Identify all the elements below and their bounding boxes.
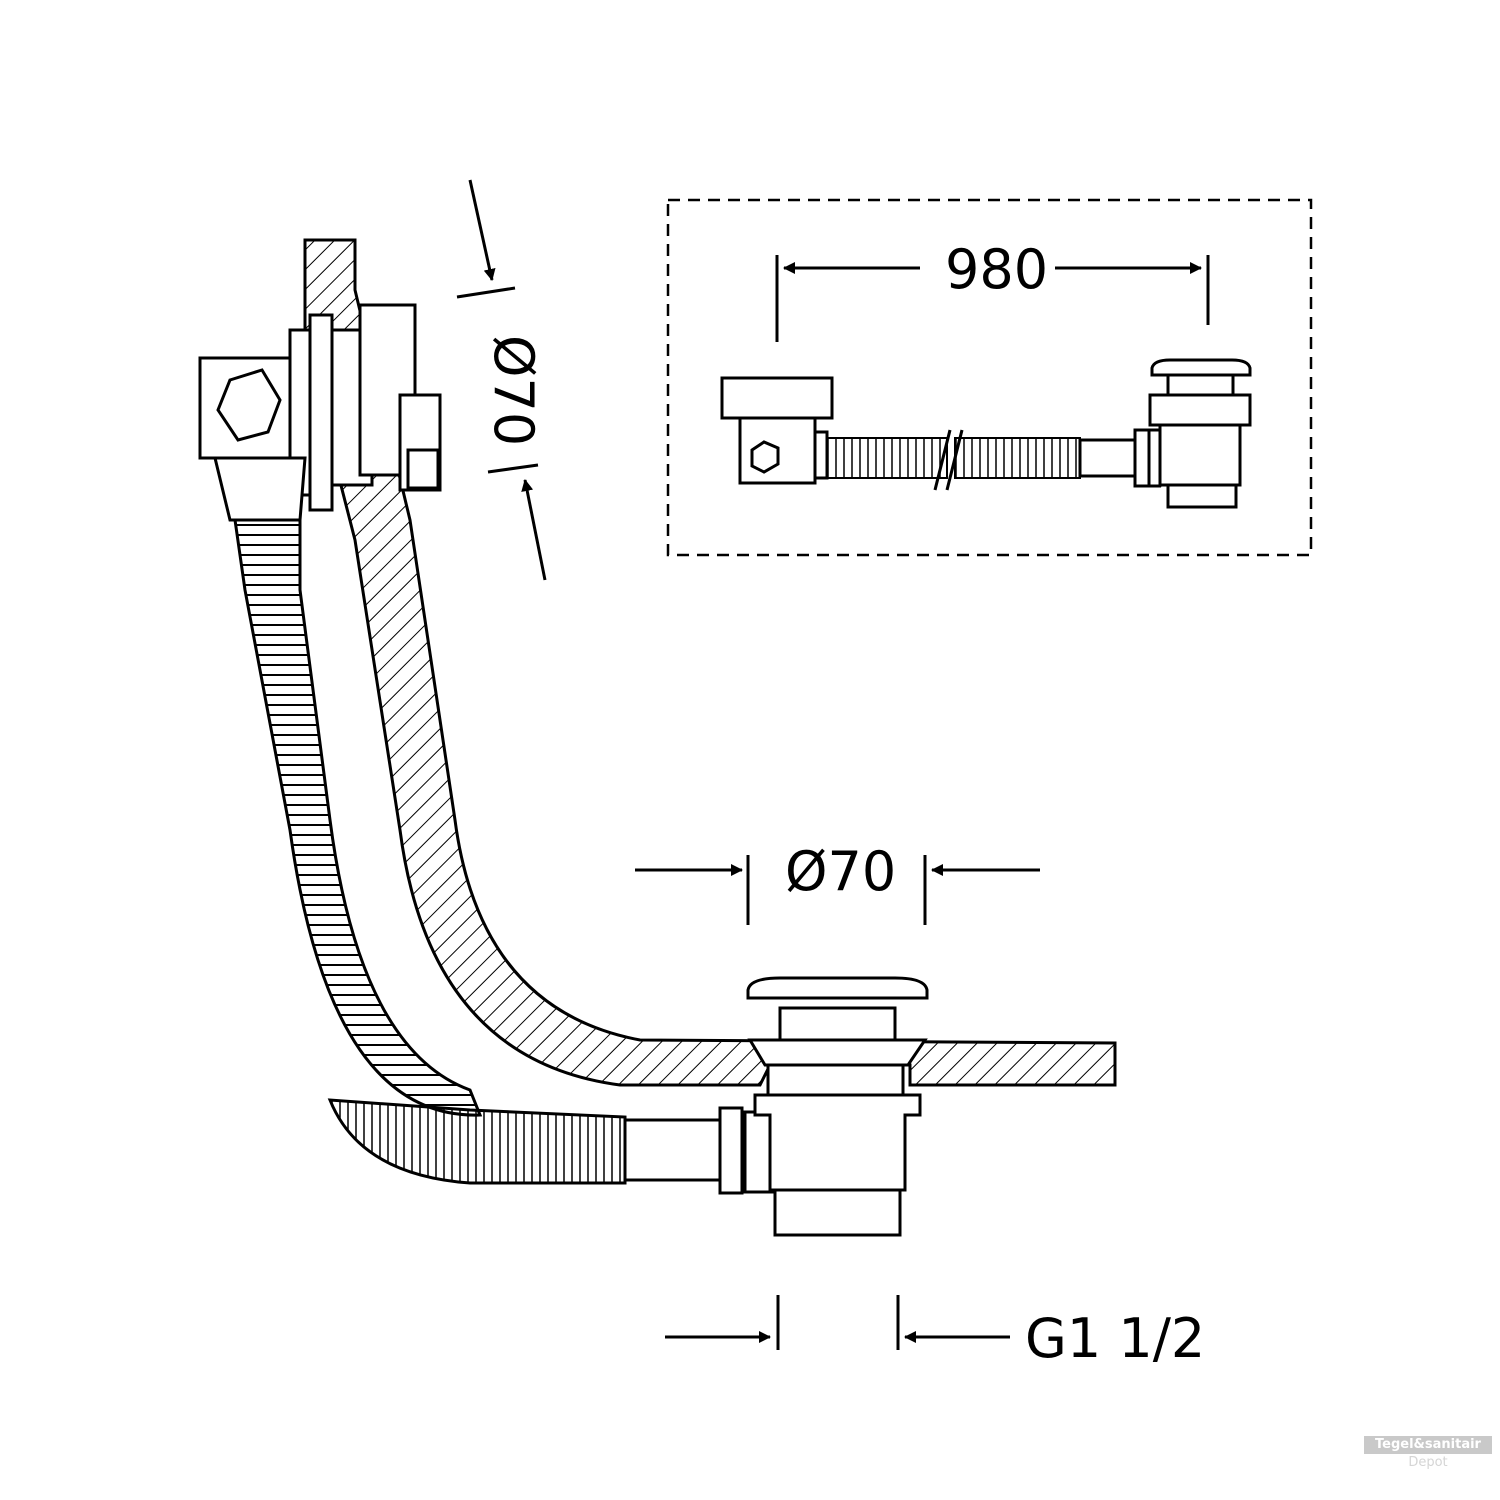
inset-hose-left <box>826 437 948 479</box>
overflow-hex-nut <box>216 368 282 442</box>
thread-dimension <box>665 1295 1010 1350</box>
waste-tail <box>773 1188 902 1237</box>
inset-waste-tail <box>1166 483 1238 509</box>
thread-size-label: G1 1/2 <box>1025 1307 1205 1370</box>
plug-cap <box>746 976 929 1000</box>
overflow-elbow <box>213 456 307 522</box>
inset-waste-collar <box>1148 393 1252 427</box>
inset-connector-nut <box>1133 428 1151 488</box>
inset-waste-body <box>1158 423 1242 487</box>
inset-hose-right <box>954 437 1081 479</box>
inset-plug-stem <box>1166 373 1235 397</box>
waste-collar <box>766 1063 905 1097</box>
connector-nut <box>718 1106 744 1195</box>
inset-plug-cap <box>1150 358 1252 377</box>
plug-diameter-label: Ø70 <box>785 840 896 903</box>
inset-pipe <box>1078 438 1137 478</box>
flexible-hose <box>233 518 627 1185</box>
inset-nut <box>813 430 829 480</box>
bath-wall-section <box>303 238 1117 1087</box>
plug-dimension <box>635 855 1040 925</box>
overflow-flange-2 <box>308 313 334 512</box>
waste-flange <box>747 1038 928 1067</box>
watermark-sub: Depot <box>1408 1455 1448 1470</box>
inset-overflow-head <box>720 376 834 420</box>
overflow-dimension <box>456 179 547 581</box>
inset-border <box>666 198 1313 557</box>
waste-body <box>753 1093 922 1192</box>
pipe-connector <box>623 1118 722 1182</box>
length-label: 980 <box>945 238 1048 301</box>
overflow-cap-inner <box>406 448 440 490</box>
overflow-cover <box>358 303 417 477</box>
inset-hex-nut <box>750 440 780 474</box>
inset-view <box>666 198 1313 557</box>
overflow-unit <box>198 303 442 522</box>
watermark-brand: Tegel&sanitair <box>1364 1436 1492 1454</box>
waste-assembly <box>623 976 929 1237</box>
overflow-diameter-label: Ø70 <box>482 335 545 446</box>
watermark-logo: Tegel&sanitair Depot <box>1364 1436 1492 1494</box>
plug-stem <box>778 1006 897 1042</box>
